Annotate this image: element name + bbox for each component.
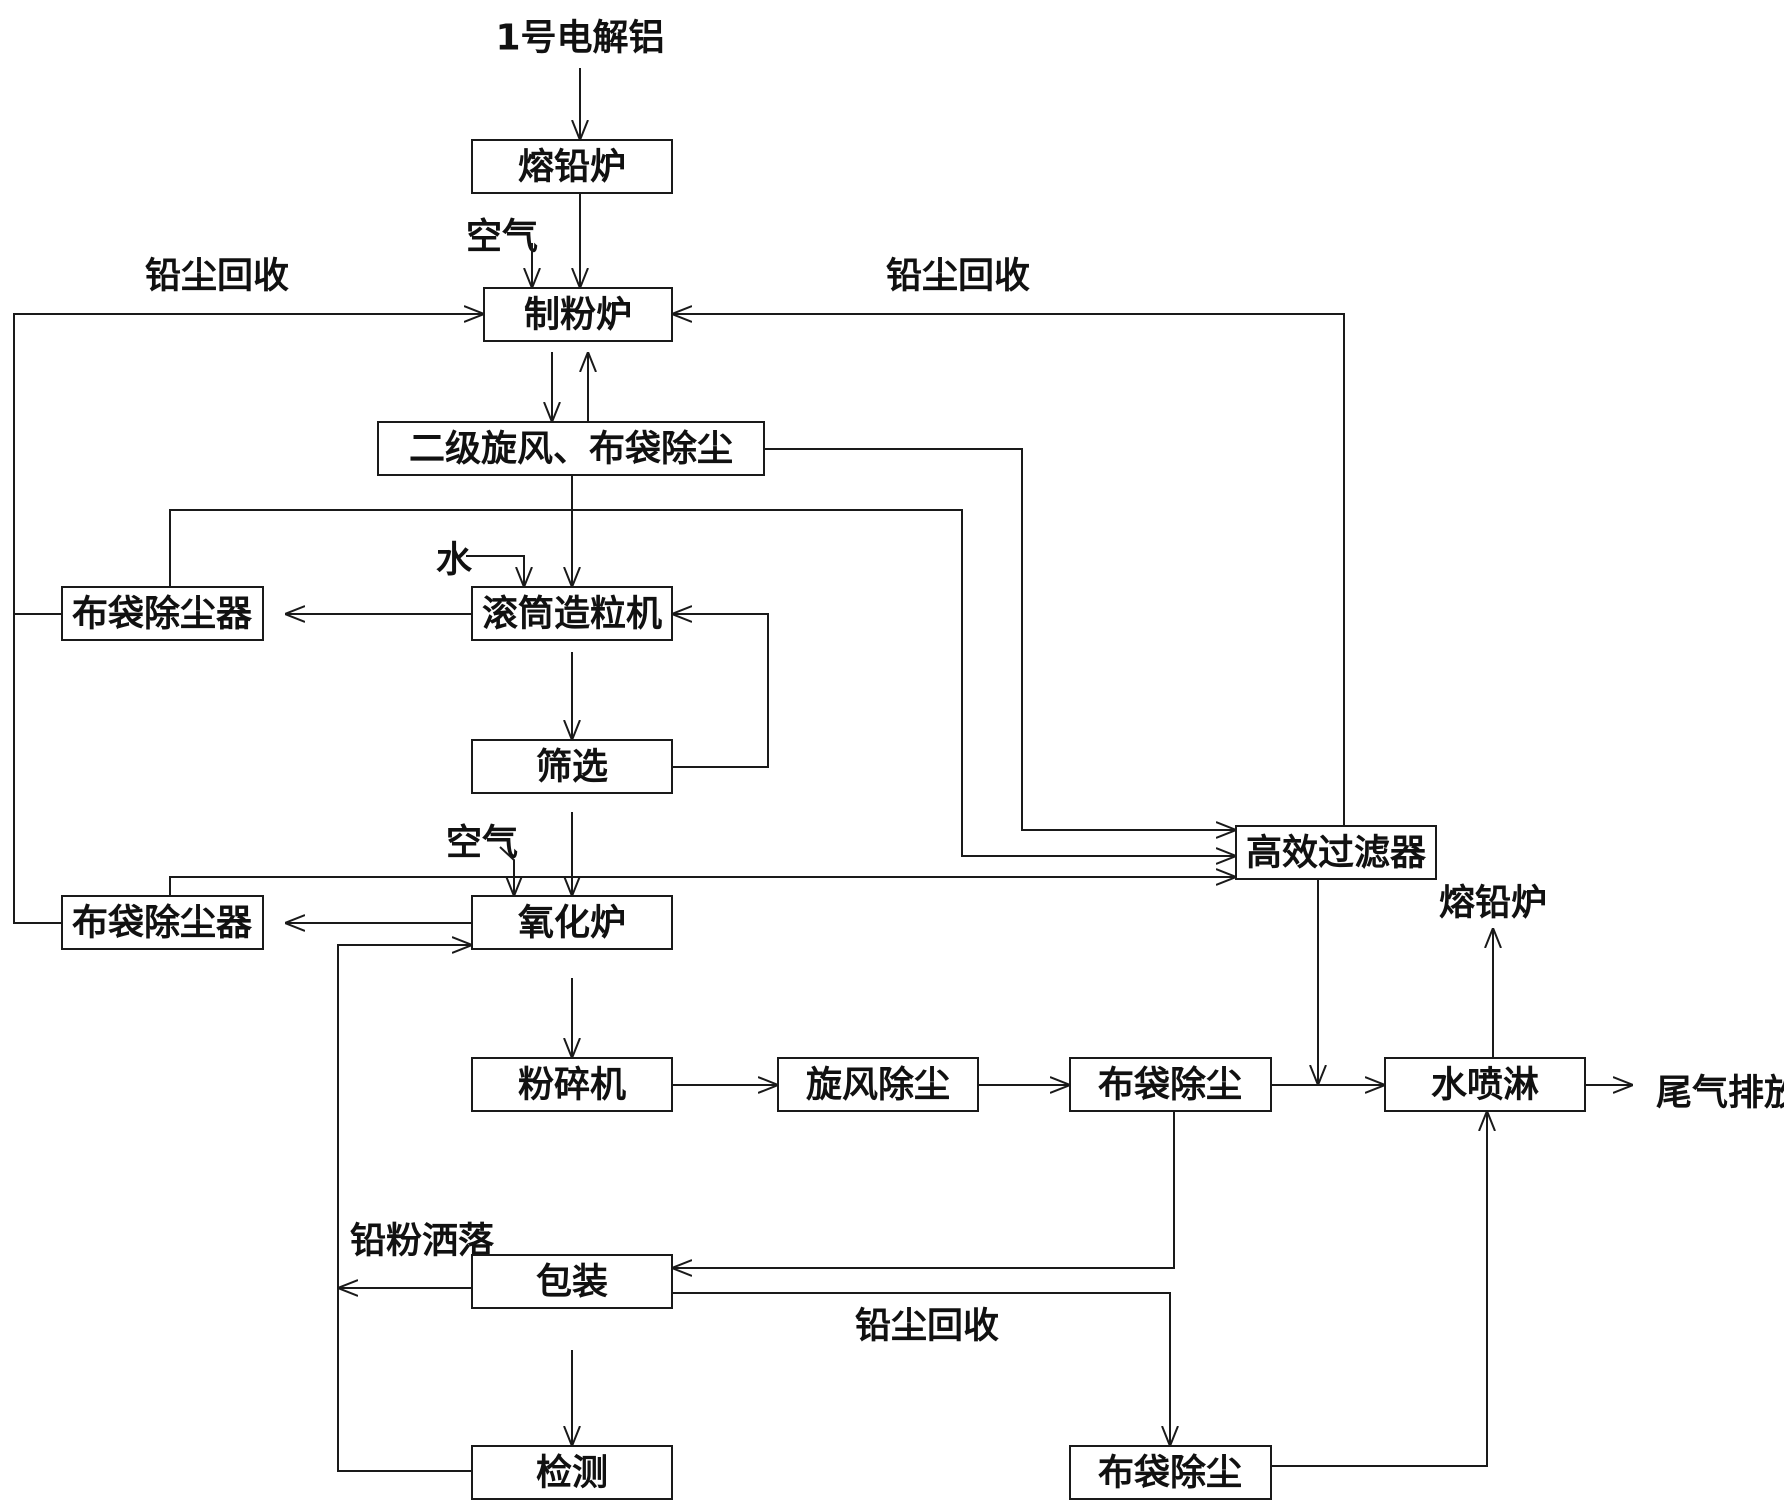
high-efficiency-filter-box: 高效过滤器 [1235, 825, 1437, 880]
arrow-bag-lower-to-filter [169, 877, 1236, 896]
cyclone-dust-box: 旋风除尘 [777, 1057, 979, 1112]
arrow-water-to-granulator [466, 555, 524, 587]
svg-text:滚筒造粒机: 滚筒造粒机 [482, 594, 662, 635]
oxidation-furnace-box: 氧化炉 [471, 895, 673, 950]
melting-furnace-top-box: 熔铅炉 [471, 139, 673, 194]
arrow-testing-to-oxidation [337, 945, 472, 1472]
diagram-title: 1号电解铝 [495, 18, 664, 59]
cyclone-bag-dust-box: 二级旋风、布袋除尘 [377, 421, 765, 476]
arrow-left-recovery-to-powder [13, 314, 484, 924]
svg-text:水喷淋: 水喷淋 [1431, 1065, 1539, 1106]
lead-powder-spill-label: 铅粉洒落 [350, 1221, 495, 1262]
drum-granulator-box: 滚筒造粒机 [471, 586, 673, 641]
svg-text:检测: 检测 [536, 1453, 608, 1494]
packaging-box: 包装 [471, 1254, 673, 1309]
svg-text:旋风除尘: 旋风除尘 [806, 1065, 950, 1106]
svg-text:制粉炉: 制粉炉 [524, 295, 632, 336]
powder-furnace-box: 制粉炉 [483, 287, 673, 342]
air-label-mid: 空气 [446, 823, 518, 864]
svg-text:高效过滤器: 高效过滤器 [1246, 833, 1427, 874]
bag-collector-upper-box: 布袋除尘器 [61, 586, 264, 641]
svg-text:布袋除尘器: 布袋除尘器 [72, 594, 253, 635]
svg-text:布袋除尘: 布袋除尘 [1098, 1453, 1242, 1494]
svg-text:筛选: 筛选 [536, 747, 608, 788]
svg-text:粉碎机: 粉碎机 [518, 1065, 626, 1106]
svg-text:布袋除尘器: 布袋除尘器 [72, 903, 253, 944]
water-label: 水 [436, 540, 473, 581]
exhaust-label: 尾气排放 [1656, 1073, 1784, 1114]
arrow-packaging-to-bag-bottom [672, 1292, 1170, 1446]
arrow-filter-to-powder-furnace [672, 314, 1345, 826]
arrow-screening-to-granulator [672, 614, 769, 768]
connectors [13, 68, 1633, 1472]
bag-dust-mid-box: 布袋除尘 [1069, 1057, 1272, 1112]
svg-text:二级旋风、布袋除尘: 二级旋风、布袋除尘 [409, 429, 733, 470]
arrow-cyclone-to-filter [764, 448, 1236, 830]
bag-collector-lower-box: 布袋除尘器 [61, 895, 264, 950]
water-spray-box: 水喷淋 [1384, 1057, 1586, 1112]
lead-dust-recovery-label-right: 铅尘回收 [886, 256, 1030, 297]
svg-text:氧化炉: 氧化炉 [518, 903, 626, 944]
arrow-air-to-oxidation [499, 846, 514, 896]
arrow-bag-mid-to-packaging [672, 1111, 1175, 1268]
crusher-box: 粉碎机 [471, 1057, 673, 1112]
testing-box: 检测 [471, 1445, 673, 1500]
lead-dust-recovery-label-left: 铅尘回收 [145, 256, 289, 297]
arrow-bag-upper-to-filter [169, 509, 1236, 856]
melting-furnace-label-right: 熔铅炉 [1439, 883, 1547, 924]
screening-box: 筛选 [471, 739, 673, 794]
svg-text:包装: 包装 [536, 1262, 608, 1303]
bag-dust-bottom-box: 布袋除尘 [1069, 1445, 1272, 1500]
air-label-top: 空气 [466, 217, 538, 258]
lead-dust-recovery-label-bottom: 铅尘回收 [855, 1306, 999, 1347]
arrow-bag-bottom-to-water-spray [1271, 1111, 1487, 1467]
svg-text:布袋除尘: 布袋除尘 [1098, 1065, 1242, 1106]
svg-text:熔铅炉: 熔铅炉 [518, 147, 626, 188]
